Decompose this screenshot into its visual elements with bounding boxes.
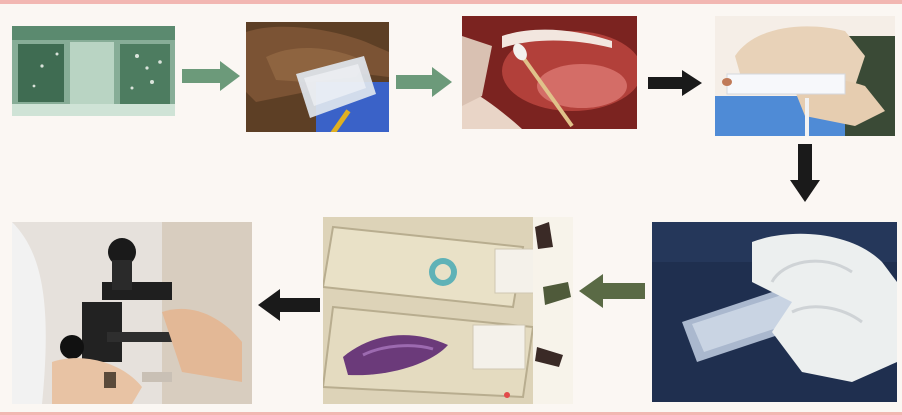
arrow-left-icon xyxy=(579,274,645,308)
arrow-left-icon xyxy=(258,289,320,321)
step-5-photo xyxy=(652,222,897,402)
step-6-photo xyxy=(323,217,573,404)
step-7-photo xyxy=(12,222,252,404)
gloved-hands-slide-illustration xyxy=(715,16,895,136)
step-3-photo xyxy=(462,16,637,129)
step-1-photo xyxy=(12,26,175,116)
step-4-photo xyxy=(715,16,895,136)
microscope-illustration xyxy=(12,222,252,404)
arrow-right-icon xyxy=(182,61,242,91)
arrow-down-icon xyxy=(790,144,820,204)
hand-slide-illustration xyxy=(246,22,389,132)
mouth-swab-illustration xyxy=(462,16,637,129)
green-scene-illustration xyxy=(12,26,175,116)
slide-on-blue-illustration xyxy=(652,222,897,402)
slide-mailers-illustration xyxy=(323,217,573,404)
arrow-right-icon xyxy=(648,70,704,96)
step-2-photo xyxy=(246,22,389,132)
arrow-right-icon xyxy=(396,67,454,97)
